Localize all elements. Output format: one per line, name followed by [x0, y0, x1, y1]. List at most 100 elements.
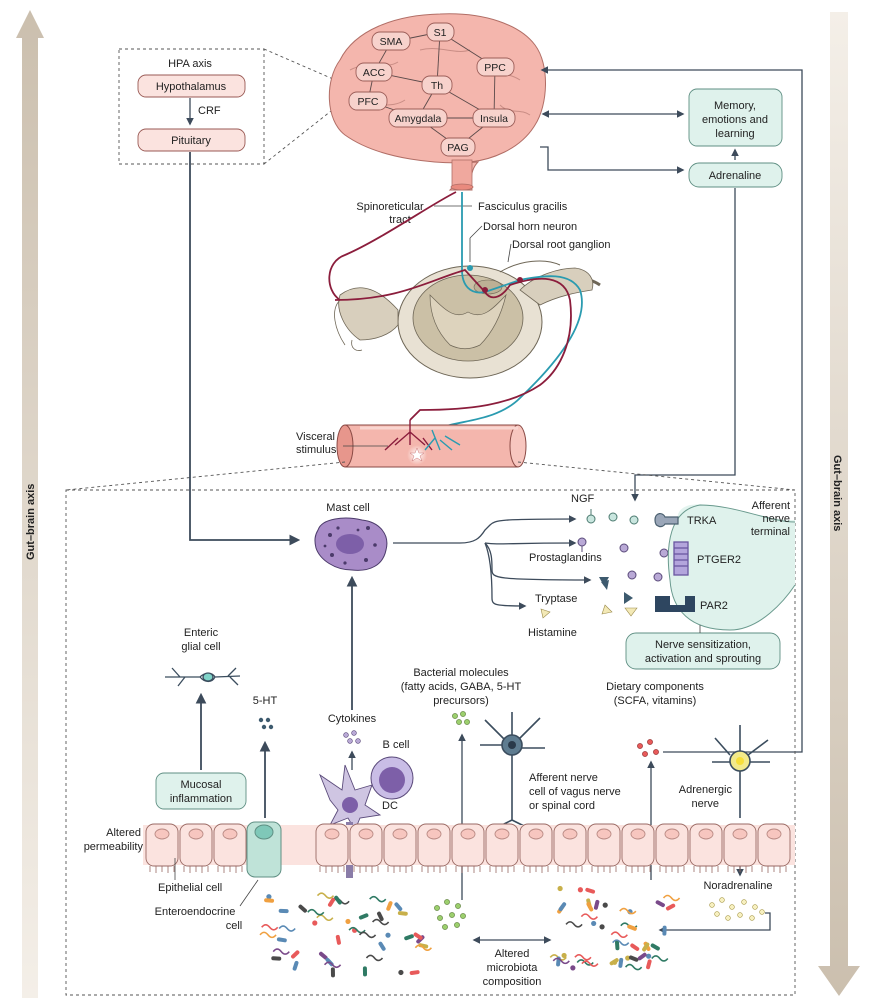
microbiota-label: Altered [495, 948, 530, 960]
epithelial-nucleus [358, 828, 374, 840]
left-axis-label: Gut–brain axis [25, 484, 37, 560]
right-axis-label: Gut–brain axis [831, 455, 843, 531]
bacterium [580, 913, 599, 920]
afferent-vagus-label-2: cell of vagus nerve [529, 786, 621, 798]
bacterium [577, 887, 583, 893]
bacterium [358, 931, 377, 939]
svg-text:Insula: Insula [480, 113, 508, 125]
epithelial-nucleus [596, 828, 612, 840]
epithelial-nucleus [154, 828, 170, 840]
bacterium [362, 966, 368, 977]
microbiota-label-2: microbiota [487, 962, 539, 974]
bacterium [624, 963, 643, 971]
bacterium [307, 908, 325, 916]
bacterium [609, 958, 619, 966]
afferent-terminal-label-3: terminal [751, 526, 790, 538]
dietary-label: Dietary components [606, 681, 704, 693]
bacterium [612, 939, 630, 946]
dc-label: DC [382, 800, 398, 812]
brain-region-pfc: PFC [348, 91, 388, 111]
mediator-molecules [540, 509, 669, 619]
bacterium [394, 902, 403, 911]
svg-text:PAG: PAG [447, 142, 468, 154]
mucosal-inflammation-box: Mucosal inflammation [155, 772, 247, 810]
bacterium [625, 955, 631, 961]
afferent-terminal-label-2: nerve [762, 513, 790, 525]
bacterium [291, 950, 300, 959]
microvilli [421, 866, 447, 873]
microvilli [217, 866, 243, 873]
svg-text:SMA: SMA [380, 36, 403, 48]
bacterium [662, 894, 681, 902]
bacterium [614, 940, 620, 951]
bacterium [330, 967, 335, 978]
bacterium [414, 944, 433, 951]
bacterium [371, 918, 390, 926]
bacterium [646, 959, 652, 970]
spinoreticular-label-2: tract [389, 214, 410, 226]
mast-cell-label: Mast cell [326, 502, 369, 514]
bacterium [628, 955, 639, 962]
afferent-nerve-terminal [654, 504, 796, 631]
bacterium [312, 920, 318, 926]
bacterium [591, 920, 597, 927]
right-axis-arrow [818, 12, 860, 996]
bacterium [271, 956, 282, 961]
dorsal-horn-label: Dorsal horn neuron [483, 221, 577, 233]
bacterium [586, 902, 594, 912]
svg-text:PPC: PPC [484, 62, 506, 74]
bacterium [276, 937, 287, 943]
bacterium [655, 900, 665, 908]
epithelial-nucleus [766, 828, 782, 840]
bacterium [323, 961, 342, 969]
afferent-terminal-label: Afferent [752, 500, 790, 512]
svg-text:ACC: ACC [363, 67, 386, 79]
bacterium [398, 969, 404, 976]
adrenergic-label-2: nerve [691, 798, 719, 810]
bacterium [327, 897, 336, 907]
bacterial-label: Bacterial molecules [413, 667, 509, 679]
brain-region-sma: SMA [371, 31, 411, 51]
bacterium [278, 925, 296, 932]
microbiota-middle-molecules [434, 899, 466, 930]
bacterium [558, 902, 567, 912]
bacterium [413, 932, 423, 940]
par2-label: PAR2 [700, 600, 728, 612]
noradrenaline-molecules [709, 897, 765, 921]
afferent-vagus-neuron [480, 712, 545, 827]
bacterium [599, 924, 605, 930]
brain-region-ppc: PPC [476, 57, 515, 77]
microvilli [591, 866, 617, 873]
cytokines-label: Cytokines [328, 713, 377, 725]
dietary-molecules [637, 739, 659, 757]
sensitization-box: Nerve sensitization, activation and spro… [625, 632, 781, 670]
epithelial-nucleus [630, 828, 646, 840]
pituitary-label: Pituitary [171, 135, 211, 147]
svg-text:inflammation: inflammation [170, 793, 232, 805]
spinoreticular-label: Spinoreticular [356, 201, 424, 213]
microvilli [489, 866, 515, 873]
svg-text:S1: S1 [434, 27, 447, 39]
cytokine-molecules [343, 730, 361, 744]
epithelial-nucleus [562, 828, 578, 840]
left-axis-arrow [16, 10, 44, 998]
microvilli [761, 866, 787, 873]
drg-label: Dorsal root ganglion [512, 239, 610, 251]
altered-permeability-label-2: permeability [84, 841, 144, 853]
enteroendocrine-cell [246, 821, 282, 878]
bacterium [298, 904, 308, 913]
bacterium [278, 908, 289, 914]
bacterium [627, 924, 637, 931]
microbiota-left [259, 892, 433, 978]
bacterium [292, 960, 299, 971]
bacterium [316, 914, 334, 922]
5ht-label: 5-HT [253, 695, 278, 707]
bacterium [619, 907, 637, 915]
bacterium [637, 952, 647, 961]
pituitary-box [137, 128, 246, 152]
bacterium [618, 957, 624, 968]
bacterium [593, 899, 600, 910]
enteroendocrine-label: Enteroendocrine [155, 906, 236, 918]
enteric-glial-label: Enteric [184, 627, 219, 639]
brain-region-acc: ACC [355, 62, 393, 82]
